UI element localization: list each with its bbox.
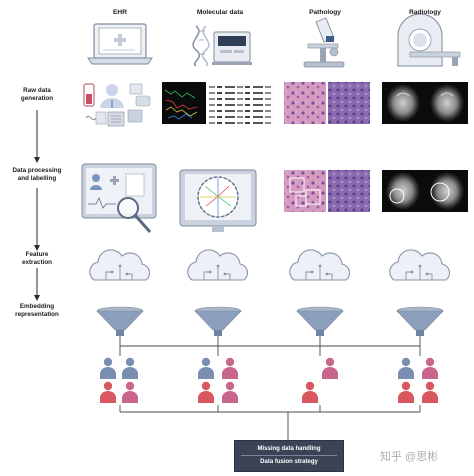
missing-data-label: Missing data handling bbox=[241, 444, 337, 456]
stage-label-line: and labelling bbox=[17, 175, 57, 182]
dna-icon bbox=[192, 25, 210, 67]
patient-icon bbox=[322, 357, 338, 379]
stage-label-embedding: Embedding representation bbox=[0, 303, 74, 319]
funnel-icon bbox=[396, 306, 444, 336]
cloud-circuit-icon bbox=[187, 249, 248, 281]
cloud-circuit-icon bbox=[389, 249, 450, 281]
patient-icon bbox=[122, 381, 138, 403]
watermark-text: 知乎 @思彬 bbox=[380, 451, 439, 463]
patient-icon bbox=[222, 381, 238, 403]
pathology-raw-slides bbox=[284, 82, 370, 124]
molecular-raw-panels bbox=[162, 82, 272, 124]
funnel-icon bbox=[194, 306, 242, 336]
radiology-raw-scans bbox=[382, 82, 468, 124]
sequencer-icon bbox=[212, 31, 252, 65]
radiology-processing-scans bbox=[382, 170, 468, 212]
cloud-circuit-icon bbox=[89, 249, 150, 281]
laptop-icon bbox=[87, 23, 153, 65]
stage-label-line: representation bbox=[15, 311, 59, 318]
stage-label-line: generation bbox=[20, 95, 54, 102]
cloud-circuit-icon bbox=[289, 249, 350, 281]
patient-icon bbox=[302, 381, 318, 403]
stage-label-processing: Data processing and labelling bbox=[0, 167, 74, 183]
column-title-radiology: Radiology bbox=[409, 9, 441, 16]
patient-icon bbox=[422, 357, 438, 379]
mri-scanner-icon bbox=[397, 13, 461, 67]
patient-icon bbox=[398, 381, 414, 403]
stage-label-raw: Raw data generation bbox=[0, 87, 74, 103]
stage-label-line: Feature bbox=[25, 251, 49, 258]
column-title-pathology: Pathology bbox=[309, 9, 341, 16]
patient-icon bbox=[198, 381, 214, 403]
patient-icon bbox=[100, 381, 116, 403]
ehr-raw-collage bbox=[83, 83, 151, 127]
pathology-processing-slides bbox=[284, 170, 370, 212]
funnel-icon bbox=[296, 306, 344, 336]
stage-label-feature: Feature extraction bbox=[0, 251, 74, 267]
fusion-box: Missing data handling Data fusion strate… bbox=[234, 440, 344, 472]
stage-label-line: extraction bbox=[21, 259, 53, 266]
patient-icon bbox=[100, 357, 116, 379]
stage-label-line: Raw data bbox=[23, 87, 51, 94]
patient-icon bbox=[398, 357, 414, 379]
column-title-molecular: Molecular data bbox=[196, 9, 244, 16]
fusion-strategy-label: Data fusion strategy bbox=[260, 459, 318, 465]
patient-icon bbox=[198, 357, 214, 379]
funnel-icon bbox=[96, 306, 144, 336]
patient-icon bbox=[422, 381, 438, 403]
patient-icon bbox=[222, 357, 238, 379]
microscope-icon bbox=[303, 17, 345, 68]
stage-label-line: Data processing bbox=[12, 167, 62, 174]
molecular-processing-monitor bbox=[179, 169, 257, 232]
ehr-processing-monitor bbox=[81, 163, 157, 233]
column-title-ehr: EHR bbox=[113, 9, 127, 16]
stage-label-line: Embedding bbox=[19, 303, 55, 310]
patient-icon bbox=[122, 357, 138, 379]
